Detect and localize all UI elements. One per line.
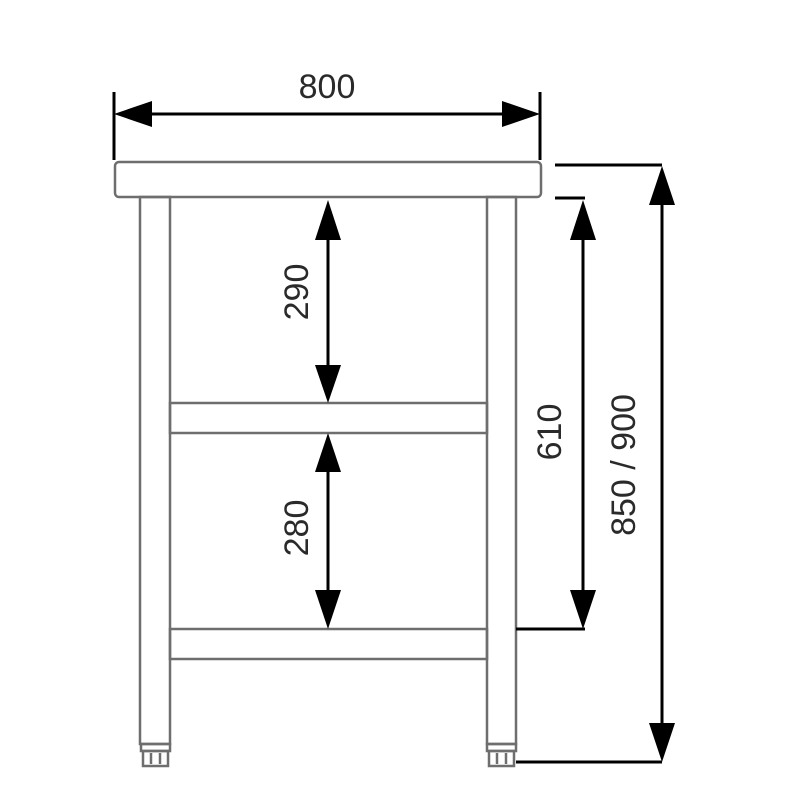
upper-shelf [168, 401, 489, 435]
top-shelf-clearance-dimension: 290 [278, 200, 341, 403]
table-structure [113, 160, 543, 768]
lower-shelf [168, 627, 489, 661]
arrow-right-icon [502, 101, 540, 127]
arrow-up-icon [570, 200, 596, 240]
bottom-shelf-clearance-label: 280 [278, 500, 316, 557]
shelf-span-dimension: 610 [516, 196, 596, 631]
width-label: 800 [299, 68, 356, 106]
arrow-down-icon [315, 590, 341, 629]
table-top [113, 160, 543, 199]
top-shelf-clearance-label: 290 [278, 264, 316, 321]
arrow-down-icon [315, 365, 341, 403]
total-height-label: 850 / 900 [605, 394, 643, 536]
arrow-up-icon [649, 166, 675, 205]
bottom-shelf-clearance-dimension: 280 [278, 433, 341, 629]
arrow-up-icon [315, 200, 341, 240]
left-foot [139, 742, 172, 768]
arrow-down-icon [570, 590, 596, 629]
right-foot [485, 742, 518, 768]
shelf-span-label: 610 [531, 404, 569, 461]
total-height-dimension: 850 / 900 [516, 163, 675, 764]
left-leg [138, 195, 172, 746]
arrow-left-icon [114, 101, 152, 127]
arrow-down-icon [649, 723, 675, 762]
width-dimension: 800 [112, 68, 542, 160]
right-leg [485, 195, 518, 746]
arrow-up-icon [315, 433, 341, 472]
